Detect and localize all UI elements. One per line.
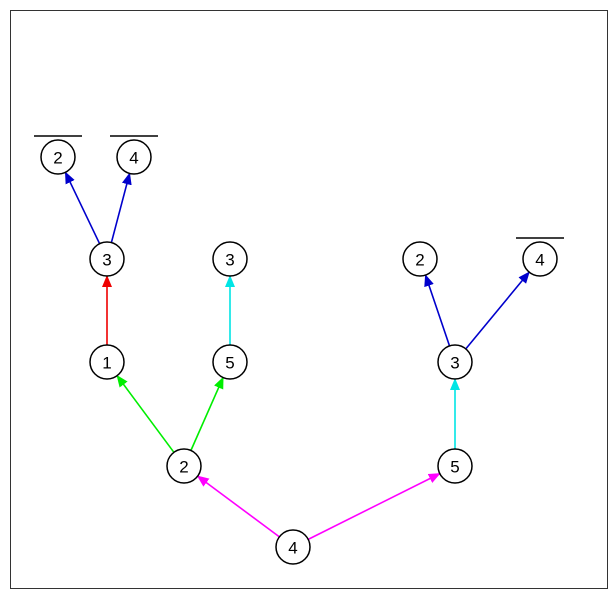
node-label: 3 bbox=[450, 354, 459, 373]
edge-n3a-to-n4a bbox=[110, 172, 132, 243]
node-circle bbox=[40, 139, 76, 175]
edge-n3b-to-n2c bbox=[424, 274, 451, 347]
node-n2c: 2 bbox=[402, 241, 438, 277]
edge-root-to-n5b bbox=[307, 472, 441, 541]
node-n5a: 5 bbox=[212, 344, 248, 380]
node-circle bbox=[166, 448, 202, 484]
node-label: 2 bbox=[415, 251, 424, 270]
node-circle bbox=[522, 241, 558, 277]
edge-n2a-to-n5a bbox=[190, 376, 224, 451]
node-n1: 1 bbox=[89, 344, 125, 380]
edge-n3a-to-n2b bbox=[64, 171, 101, 245]
node-label: 3 bbox=[225, 251, 234, 270]
node-circle bbox=[212, 344, 248, 380]
node-label: 2 bbox=[53, 149, 62, 168]
node-n2a: 2 bbox=[166, 448, 202, 484]
node-n3b: 3 bbox=[437, 344, 473, 380]
node-circle bbox=[437, 344, 473, 380]
edge-n2a-to-n1 bbox=[116, 374, 175, 453]
node-label: 5 bbox=[450, 458, 459, 477]
edges-layer bbox=[64, 171, 530, 541]
node-root: 4 bbox=[275, 529, 311, 565]
edge-root-to-n2a bbox=[196, 475, 280, 538]
node-n4a: 4 bbox=[110, 135, 158, 175]
plot-frame bbox=[10, 10, 608, 589]
node-n4b: 4 bbox=[516, 237, 564, 277]
node-n3a: 3 bbox=[89, 241, 125, 277]
node-circle bbox=[275, 529, 311, 565]
node-label: 2 bbox=[179, 458, 188, 477]
node-circle bbox=[402, 241, 438, 277]
node-n5b: 5 bbox=[437, 448, 473, 484]
node-label: 5 bbox=[225, 354, 234, 373]
node-label: 4 bbox=[535, 251, 544, 270]
node-label: 1 bbox=[102, 354, 111, 373]
nodes-layer: 4 2 5 1 5 3 3 3 2 4 2 4 bbox=[34, 135, 564, 565]
node-label: 3 bbox=[102, 251, 111, 270]
node-n3c: 3 bbox=[212, 241, 248, 277]
node-label: 4 bbox=[288, 539, 297, 558]
node-circle bbox=[116, 139, 152, 175]
node-circle bbox=[437, 448, 473, 484]
node-circle bbox=[89, 344, 125, 380]
node-circle bbox=[212, 241, 248, 277]
node-label: 4 bbox=[129, 149, 138, 168]
edge-n3b-to-n4b bbox=[465, 271, 530, 350]
node-circle bbox=[89, 241, 125, 277]
node-n2b: 2 bbox=[34, 135, 82, 175]
